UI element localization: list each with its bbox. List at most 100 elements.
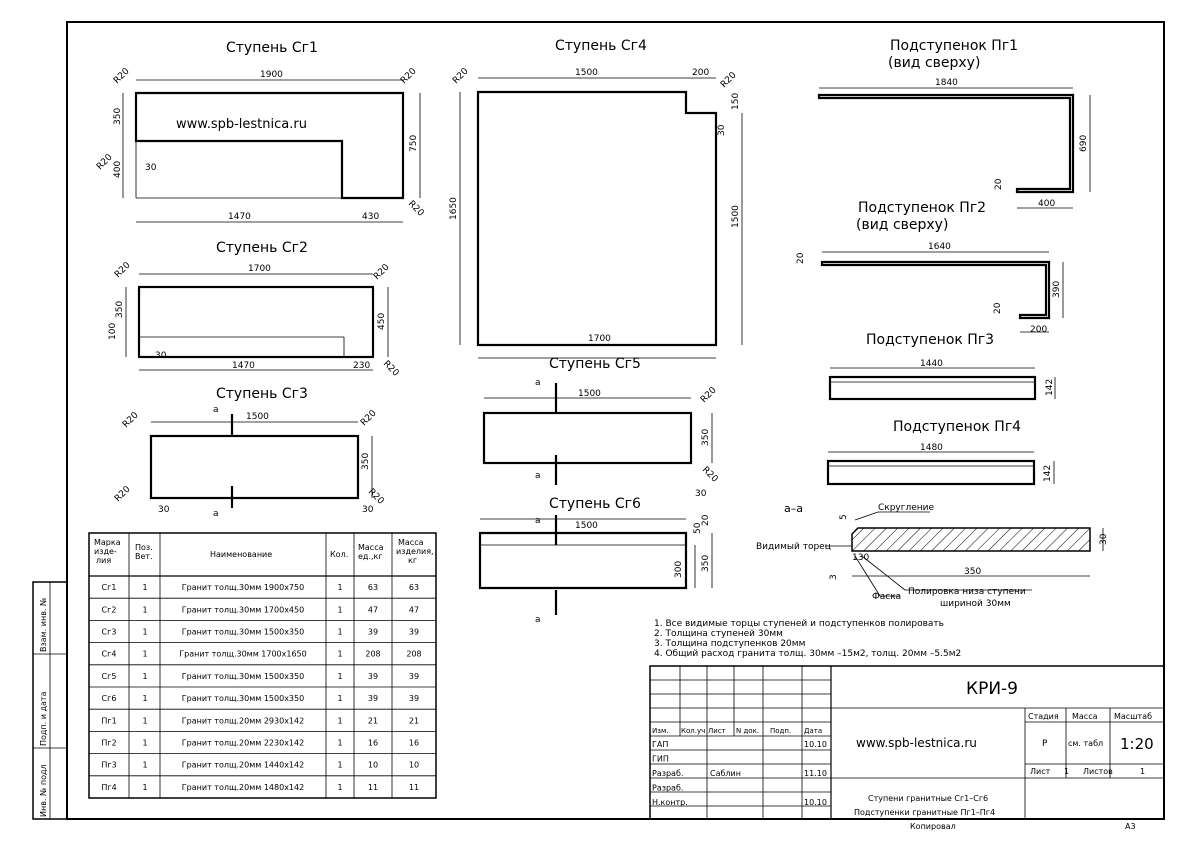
spec-cell: 1: [337, 716, 342, 725]
spec-cell: Пг4: [101, 783, 116, 792]
sg5-r-tr: R20: [699, 385, 719, 405]
part-sg3: Ступень Сг3 1500 350 30 30 а а R20 R20 R…: [113, 386, 386, 519]
spec-cell: 1: [337, 605, 342, 614]
spec-cell: 1: [337, 672, 342, 681]
sg1-h1: 350: [113, 108, 123, 125]
sg3-bl: 30: [158, 505, 170, 515]
sg2-bottom-right: 230: [353, 361, 370, 371]
tb-col-header: Подп.: [770, 727, 791, 735]
spec-cell: 1: [142, 739, 147, 748]
sg6-h2: 350: [701, 555, 711, 572]
spec-cell: Гранит толщ.30мм 1900х750: [182, 583, 304, 592]
spec-cell: Гранит толщ.20мм 1440х142: [182, 761, 304, 770]
tb-scale-label: Масштаб: [1114, 712, 1152, 721]
sg3-br: 30: [362, 505, 374, 515]
th-qty: Кол.: [330, 550, 348, 559]
tb-desc1: Ступени гранитные Сг1–Сг6: [868, 794, 988, 803]
sg1-title: Ступень Сг1: [226, 40, 318, 56]
part-pg2: Подступенок Пг2 (вид сверху) 1640 390 20…: [796, 200, 1064, 335]
part-sg2: Ступень Сг2 1700 350 100 450 1470 230 30…: [108, 240, 401, 379]
spec-cell: Гранит толщ.30мм 1700х1650: [179, 650, 306, 659]
tb-mass: см. табл: [1068, 739, 1103, 748]
spec-cell: 39: [368, 672, 378, 681]
part-sg6: Ступень Сг6 1500 300 350 50 20 а а: [478, 496, 713, 625]
pg2-t2: 20: [993, 302, 1003, 314]
note-2: 2. Толщина ступеней 30мм: [654, 629, 783, 639]
sg5-right: 350: [701, 429, 711, 446]
part-pg1: Подступенок Пг1 (вид сверху) 1840 690 40…: [817, 38, 1091, 209]
spec-cell: Гранит толщ.30мм 1500х350: [182, 694, 304, 703]
side-stamp: Взам. инв. № Подп. и дата Инв. № подл: [32, 581, 68, 820]
pg2-t1: 20: [796, 252, 806, 264]
sheet-frame: [66, 21, 1165, 820]
note-3: 3. Толщина подступенков 20мм: [654, 639, 805, 649]
sg2-right: 450: [377, 313, 387, 330]
sg1-h2: 400: [113, 161, 123, 178]
sg2-title: Ступень Сг2: [216, 240, 308, 256]
pg1-top: 1840: [935, 78, 958, 88]
part-pg3: Подступенок Пг3 1440 142: [828, 332, 1056, 401]
sg6-top: 1500: [575, 521, 598, 531]
pg4-top: 1480: [920, 443, 943, 453]
notes: 1. Все видимые торцы ступеней и подступе…: [654, 619, 961, 659]
spec-cell: 208: [406, 650, 421, 659]
tb-col-header: N док.: [736, 727, 759, 735]
spec-cell: 1: [337, 628, 342, 637]
spec-cell: 1: [337, 783, 342, 792]
spec-cell: 47: [368, 605, 378, 614]
spec-cell: 10: [409, 761, 419, 770]
part-pg4: Подступенок Пг4 1480 142: [826, 419, 1055, 486]
sg4-notch-w: 200: [692, 68, 709, 78]
sg4-r-tl: R20: [451, 66, 471, 86]
sg1-bottom-left: 1470: [228, 212, 251, 222]
sg6-h1: 300: [674, 561, 684, 578]
sg2-h2: 100: [108, 323, 118, 340]
spec-cell: 208: [365, 650, 380, 659]
spec-cell: 63: [409, 583, 419, 592]
spec-cell: 1: [337, 694, 342, 703]
tb-copied: Копировал: [910, 822, 956, 831]
tb-role-cell: Н.контр.: [652, 798, 688, 807]
part-sg5: Ступень Сг5 1500 350 30 а а R20 R20: [482, 356, 720, 499]
sg3-sec-top: а: [213, 405, 219, 415]
sg4-notch-h: 150: [731, 93, 741, 110]
spec-cell: 11: [368, 783, 378, 792]
spec-cell: 39: [409, 672, 419, 681]
spec-cell: Гранит толщ.20мм 1480х142: [182, 783, 304, 792]
sg4-r-tr: R20: [719, 70, 739, 90]
tb-sheets: 1: [1140, 767, 1145, 776]
tb-col-header: Дата: [804, 727, 822, 735]
section-polish: Полировка низа ступени: [908, 587, 1026, 597]
spec-cell: Сг1: [102, 583, 117, 592]
section-chamfer: Фаска: [872, 592, 901, 602]
sg1-top: 1900: [260, 70, 283, 80]
title-block: КРИ-9 www.spb-lestnica.ru Стадия Масса М…: [649, 665, 1165, 831]
part-sg4: Ступень Сг4 1500 200 150 30 1650 1500 17…: [449, 38, 743, 359]
pg3-top: 1440: [920, 359, 943, 369]
pg3-title: Подступенок Пг3: [866, 332, 994, 348]
tb-col-header: Лист: [708, 727, 726, 735]
spec-cell: 21: [409, 716, 419, 725]
pg3-h: 142: [1045, 379, 1055, 396]
side-stamp-2: Подп. и дата: [39, 691, 48, 746]
sg5-sec-bot: а: [535, 471, 541, 481]
tb-sheets-label: Листов: [1083, 767, 1113, 776]
spec-cell: 1: [142, 605, 147, 614]
spec-cell: Сг6: [102, 694, 117, 703]
tb-format: А3: [1125, 822, 1136, 831]
spec-cell: 16: [368, 739, 378, 748]
pg1-title: Подступенок Пг1: [890, 38, 1018, 54]
spec-cell: 10: [368, 761, 378, 770]
th-name: Наименование: [210, 550, 272, 559]
spec-cell: 1: [142, 650, 147, 659]
tb-col-header: Кол.уч: [681, 727, 705, 735]
spec-cell: Гранит толщ.30мм 1500х350: [182, 672, 304, 681]
side-stamp-3: Инв. № подл: [39, 764, 48, 817]
spec-cell: Сг3: [102, 628, 117, 637]
spec-cell: 16: [409, 739, 419, 748]
spec-cell: Пг1: [101, 716, 116, 725]
sg5-top: 1500: [578, 389, 601, 399]
spec-cell: 1: [142, 628, 147, 637]
sg1-r-bl: R20: [95, 152, 115, 172]
